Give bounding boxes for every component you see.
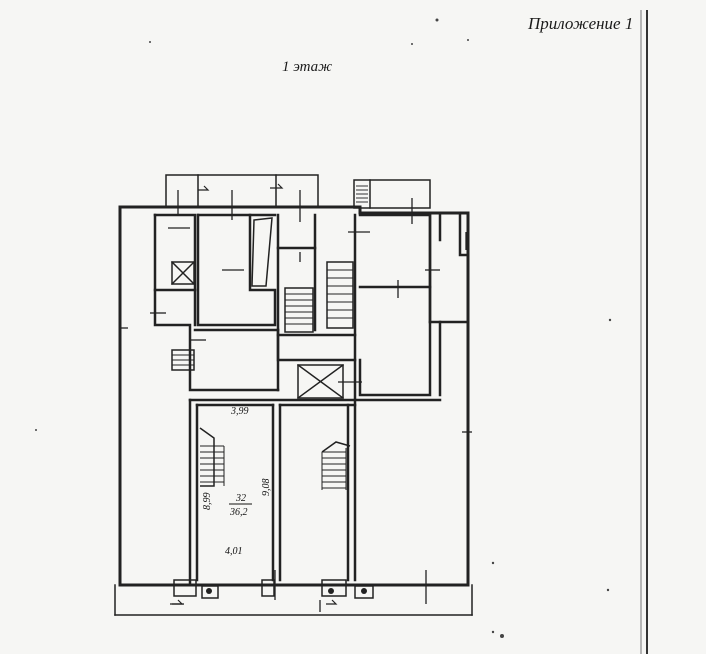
room-width-top: 3,99 (230, 406, 249, 417)
appendix-label: Приложение 1 (528, 14, 634, 33)
lift-center-icon (296, 363, 345, 400)
stair-center (284, 261, 354, 333)
room-width-bottom: 4,01 (225, 546, 243, 557)
room-number: 32 (235, 493, 246, 504)
entry-arrows (170, 183, 338, 605)
top-vestibules (165, 174, 431, 209)
small-stair-top-right (356, 185, 368, 203)
facade-windows (206, 588, 367, 594)
stair-bay-center (321, 441, 351, 490)
lift-left-icon (170, 260, 196, 286)
room-length-right: 9,08 (261, 479, 272, 497)
internal-walls (153, 213, 470, 402)
lower-bay-walls (188, 398, 357, 587)
floor-label: 1 этаж (282, 59, 333, 75)
room-area: 36,2 (229, 507, 248, 518)
facade-piers (173, 579, 374, 599)
door-marks (120, 190, 472, 612)
room-length-left: 8,99 (202, 493, 213, 511)
shaft (251, 217, 273, 287)
stair-bay-left (199, 427, 225, 487)
scan-specks (35, 18, 612, 638)
outer-walls (114, 205, 473, 616)
stair-small-left (171, 349, 195, 371)
